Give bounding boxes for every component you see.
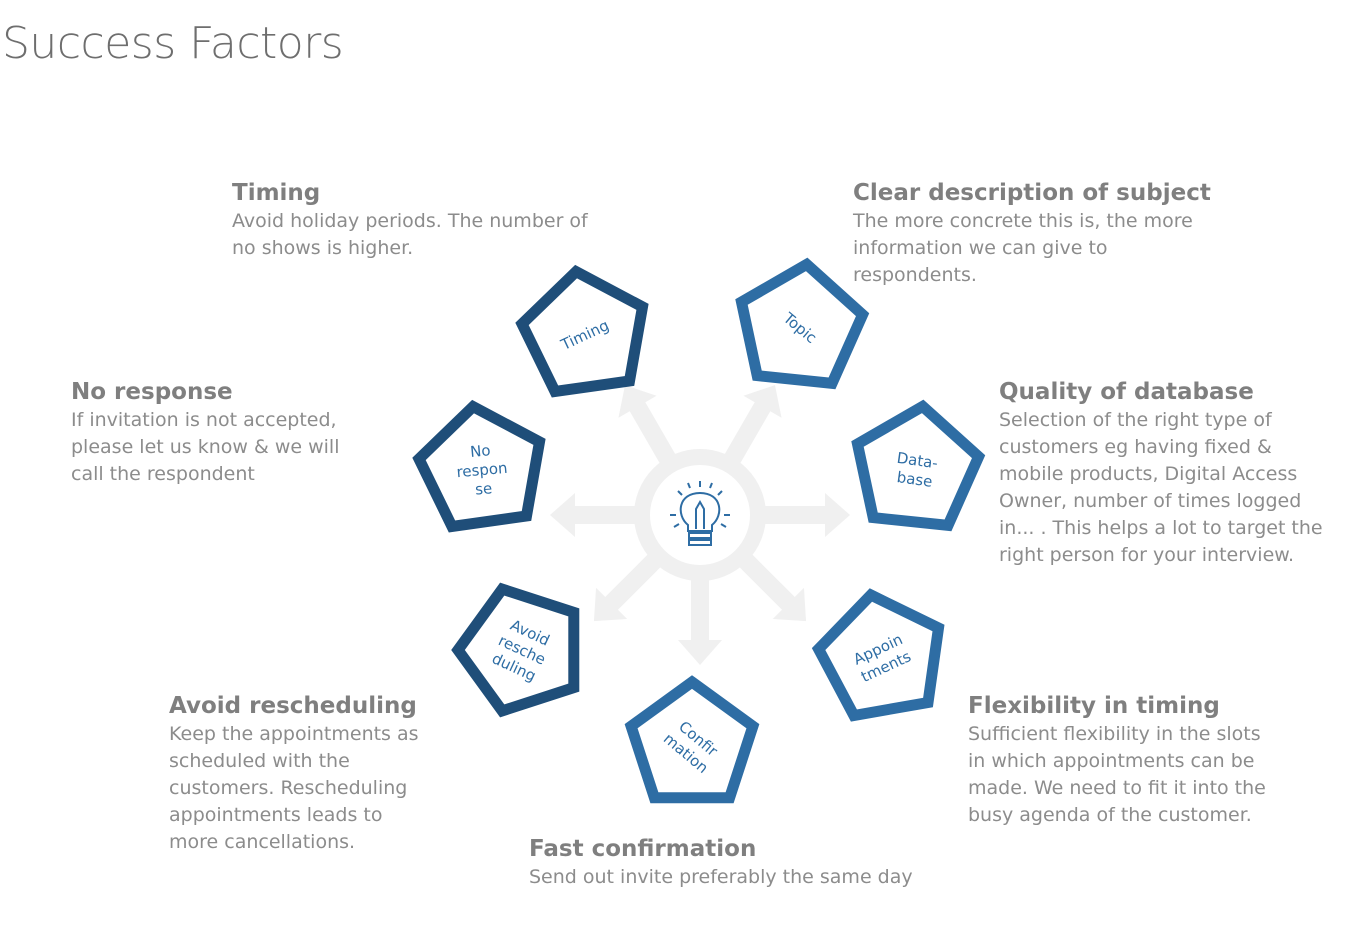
factor-description: Send out invite preferably the same day (529, 866, 913, 888)
factor-description: Keep the appointments as scheduled with … (169, 723, 419, 853)
factor-text-timing: Timing Avoid holiday periods. The number… (232, 178, 612, 262)
factor-heading: Timing (232, 180, 321, 206)
arrow (736, 551, 807, 622)
factor-heading: Avoid rescheduling (169, 693, 417, 719)
factor-description: If invitation is not accepted, please le… (71, 409, 340, 485)
pentagon-no-response: Noresponse (412, 399, 546, 533)
lightbulb-pencil-icon (670, 481, 730, 546)
pentagon-topic: Topic (735, 257, 870, 390)
factor-heading: Flexibility in timing (968, 693, 1220, 719)
arrow (618, 385, 678, 468)
pentagon-appointments: Appointments (811, 588, 945, 722)
page-title: Success Factors (2, 18, 344, 69)
pentagon-label: Data-base (893, 449, 939, 491)
factor-heading: Clear description of subject (853, 180, 1211, 206)
pentagon-confirmation: Confirmation (624, 675, 760, 804)
arrow (722, 385, 782, 468)
factor-text-database: Quality of database Selection of the rig… (999, 377, 1339, 569)
arrow (593, 551, 664, 622)
arrow (678, 575, 722, 665)
factor-description: Avoid holiday periods. The number of no … (232, 210, 588, 259)
pentagon-database: Data-base (851, 399, 986, 532)
pentagon-rescheduling: Avoidrescheduling (451, 582, 580, 718)
factor-description: The more concrete this is, the more info… (853, 210, 1193, 286)
factor-text-appointments: Flexibility in timing Sufficient flexibi… (968, 691, 1283, 829)
arrow (760, 493, 850, 537)
factor-heading: No response (71, 379, 233, 405)
factor-description: Sufficient flexibility in the slots in w… (968, 723, 1266, 826)
factor-text-no-response: No response If invitation is not accepte… (71, 377, 356, 488)
factor-text-confirmation: Fast confirmation Send out invite prefer… (529, 834, 949, 891)
factor-heading: Quality of database (999, 379, 1254, 405)
center-ring (634, 449, 766, 581)
pentagon-timing: Timing (515, 264, 649, 398)
factor-heading: Fast confirmation (529, 836, 757, 862)
factor-text-rescheduling: Avoid rescheduling Keep the appointments… (169, 691, 434, 856)
pentagon-label: Avoidrescheduling (488, 614, 557, 686)
factor-text-topic: Clear description of subject The more co… (853, 178, 1213, 289)
factor-description: Selection of the right type of customers… (999, 409, 1323, 566)
arrow (550, 493, 640, 537)
pentagon-label: Noresponse (454, 440, 510, 500)
